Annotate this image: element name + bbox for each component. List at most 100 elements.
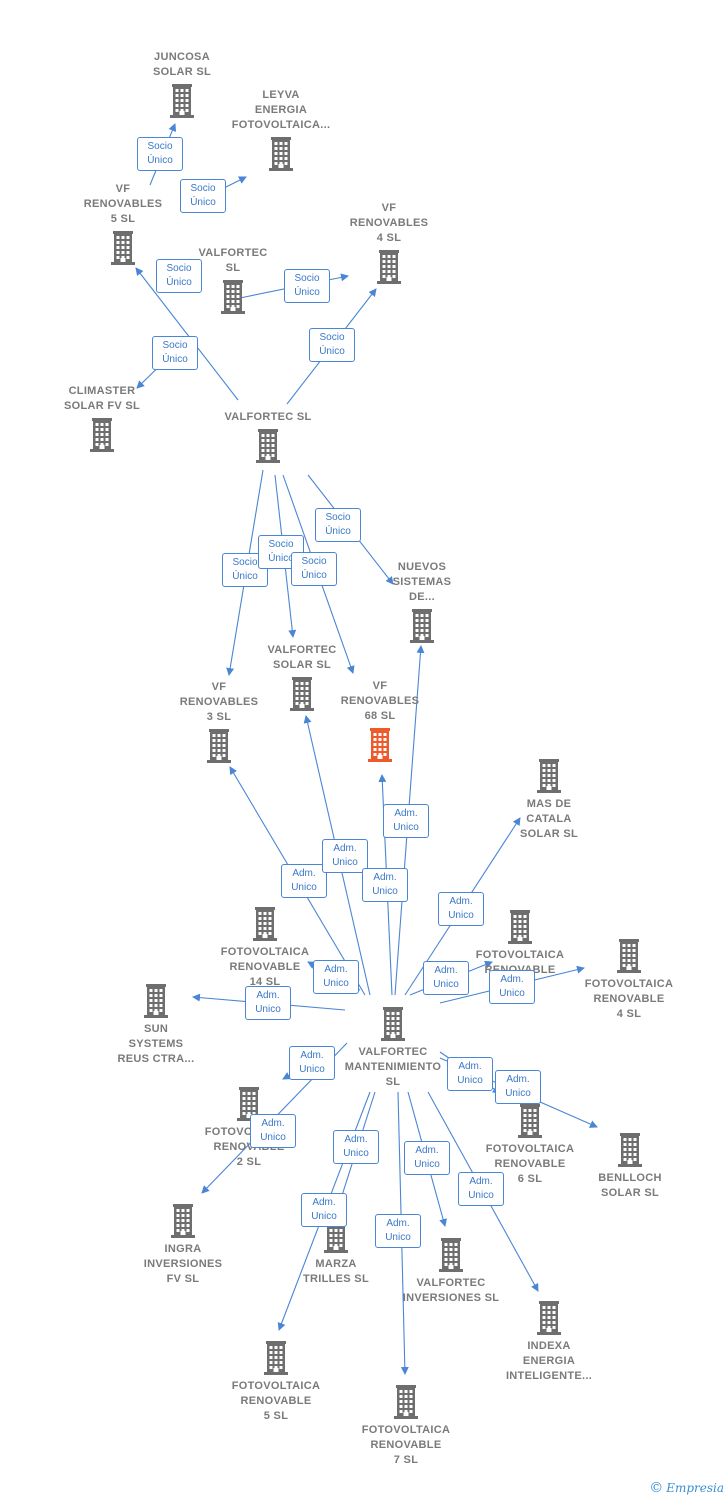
building-icon bbox=[508, 910, 532, 944]
company-name-line: SL bbox=[225, 262, 241, 274]
relation-badge-line: Socio bbox=[319, 332, 345, 343]
relation-badge-line: Socio bbox=[301, 556, 327, 567]
relation-badge-mant-to-fr_mid[interactable]: Adm.Unico bbox=[423, 961, 469, 995]
building-icon bbox=[111, 231, 135, 265]
company-name-line: SOLAR SL bbox=[600, 1187, 659, 1199]
relation-badge-mant-to-fr5[interactable]: Adm.Unico bbox=[301, 1193, 347, 1227]
relation-badge-mant-to-valfortecsolar[interactable]: Adm.Unico bbox=[322, 839, 368, 873]
relation-badge-line: Unico bbox=[343, 1148, 369, 1159]
company-name-line: 7 SL bbox=[393, 1454, 419, 1466]
relation-badge-mant-to-fr2[interactable]: Adm.Unico bbox=[250, 1114, 296, 1148]
relation-badge-mant-to-marza[interactable]: Adm.Unico bbox=[333, 1130, 379, 1164]
relation-badge-mant-to-mascatala[interactable]: Adm.Unico bbox=[438, 892, 484, 926]
relation-badge-line: Único bbox=[325, 526, 351, 537]
relation-badge-line: Adm. bbox=[415, 1145, 439, 1156]
company-name-line: RENOVABLE bbox=[229, 961, 301, 973]
company-name-line: INTELIGENTE... bbox=[505, 1370, 593, 1382]
building-icon bbox=[207, 729, 231, 763]
building-icon bbox=[410, 609, 434, 643]
relation-badge-mant-to-ingra[interactable]: Adm.Unico bbox=[289, 1046, 335, 1080]
relation-badge-mant-to-vfinv[interactable]: Adm.Unico bbox=[404, 1141, 450, 1175]
building-icon bbox=[439, 1238, 463, 1272]
company-node-valfortec[interactable]: VALFORTEC SL bbox=[208, 410, 328, 463]
relation-badge-line: Unico bbox=[311, 1211, 337, 1222]
relation-badge-line: Adm. bbox=[394, 808, 418, 819]
relation-badge-line: Socio bbox=[268, 539, 294, 550]
company-name-line: SOLAR FV SL bbox=[63, 400, 141, 412]
relation-badge-mant-to-sunsystems[interactable]: Adm.Unico bbox=[245, 986, 291, 1020]
relation-badge-mant-to-vf3[interactable]: Adm.Unico bbox=[281, 864, 327, 898]
relation-badge-mant-to-fr6[interactable]: Adm.Unico bbox=[447, 1057, 493, 1091]
relation-badge-line: Único bbox=[166, 277, 192, 288]
company-name-line: ENERGIA bbox=[522, 1355, 576, 1367]
relation-badge-mant-to-fr14[interactable]: Adm.Unico bbox=[313, 960, 359, 994]
relation-badge-line: Único bbox=[190, 197, 216, 208]
company-name-line: FOTOVOLTAICA bbox=[485, 1143, 575, 1155]
relation-badge-mant-to-nuevos[interactable]: Adm.Unico bbox=[383, 804, 429, 838]
company-name-line: VF bbox=[115, 183, 131, 195]
company-name-line: FOTOVOLTAICA... bbox=[231, 119, 331, 131]
company-name-line: MARZA bbox=[315, 1258, 357, 1270]
company-name-line: 3 SL bbox=[206, 711, 232, 723]
relation-badge-line: Adm. bbox=[458, 1061, 482, 1072]
relation-badge-line: Único bbox=[268, 553, 294, 564]
relation-badge-mant-to-indexa[interactable]: Adm.Unico bbox=[458, 1172, 504, 1206]
company-name-line: FOTOVOLTAICA bbox=[231, 1380, 321, 1392]
company-name-line: INVERSIONES bbox=[143, 1258, 223, 1270]
company-name-line: 5 SL bbox=[263, 1410, 289, 1422]
relation-badge-line: Unico bbox=[323, 978, 349, 989]
empresia-logo[interactable]: ©Empresia bbox=[649, 1480, 724, 1496]
relation-badge-line: Adm. bbox=[449, 896, 473, 907]
relation-badge-line: Adm. bbox=[256, 990, 280, 1001]
company-name-line: MANTENIMIENTO bbox=[344, 1061, 442, 1073]
relation-badge-line: Adm. bbox=[434, 965, 458, 976]
relation-badge-line: Unico bbox=[499, 988, 525, 999]
relation-badge-mant-to-fr7[interactable]: Adm.Unico bbox=[375, 1214, 421, 1248]
building-icon bbox=[90, 418, 114, 452]
relation-badge-mant-to-fr4[interactable]: Adm.Unico bbox=[489, 970, 535, 1004]
company-name-line: ENERGIA bbox=[254, 104, 308, 116]
company-name-line: 68 SL bbox=[364, 710, 396, 722]
company-name-line: FOTOVOLTAICA bbox=[584, 978, 674, 990]
relation-badge-mant-to-benlloch[interactable]: Adm.Unico bbox=[495, 1070, 541, 1104]
relation-badge-mant-to-vf68[interactable]: Adm.Unico bbox=[362, 868, 408, 902]
company-name-line: FOTOVOLTAICA bbox=[361, 1424, 451, 1436]
company-name-line: SL bbox=[385, 1076, 401, 1088]
